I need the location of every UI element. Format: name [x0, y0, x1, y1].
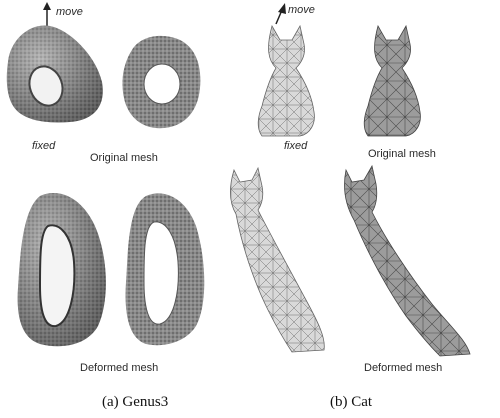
cat-deformed-coarse	[344, 166, 470, 356]
genus3-deformed-solid	[18, 193, 106, 346]
genus3-original-mesh	[122, 36, 200, 128]
move-arrow-right	[276, 3, 286, 24]
cat-original-fine	[258, 26, 314, 136]
label-original-mesh-right: Original mesh	[368, 148, 436, 160]
label-fixed-left: fixed	[32, 140, 55, 152]
label-fixed-right: fixed	[284, 140, 307, 152]
label-deformed-mesh-left: Deformed mesh	[80, 362, 158, 374]
genus3-original-solid	[7, 25, 103, 122]
cat-deformed-fine	[230, 168, 324, 352]
label-move-left: move	[56, 6, 83, 18]
move-arrow-left	[43, 2, 51, 28]
caption-b: (b) Cat	[330, 394, 372, 411]
caption-a: (a) Genus3	[102, 394, 168, 411]
cat-original-coarse	[364, 26, 420, 136]
label-original-mesh-left: Original mesh	[90, 152, 158, 164]
label-deformed-mesh-right: Deformed mesh	[364, 362, 442, 374]
genus3-deformed-mesh	[126, 193, 205, 345]
label-move-right: move	[288, 4, 315, 16]
